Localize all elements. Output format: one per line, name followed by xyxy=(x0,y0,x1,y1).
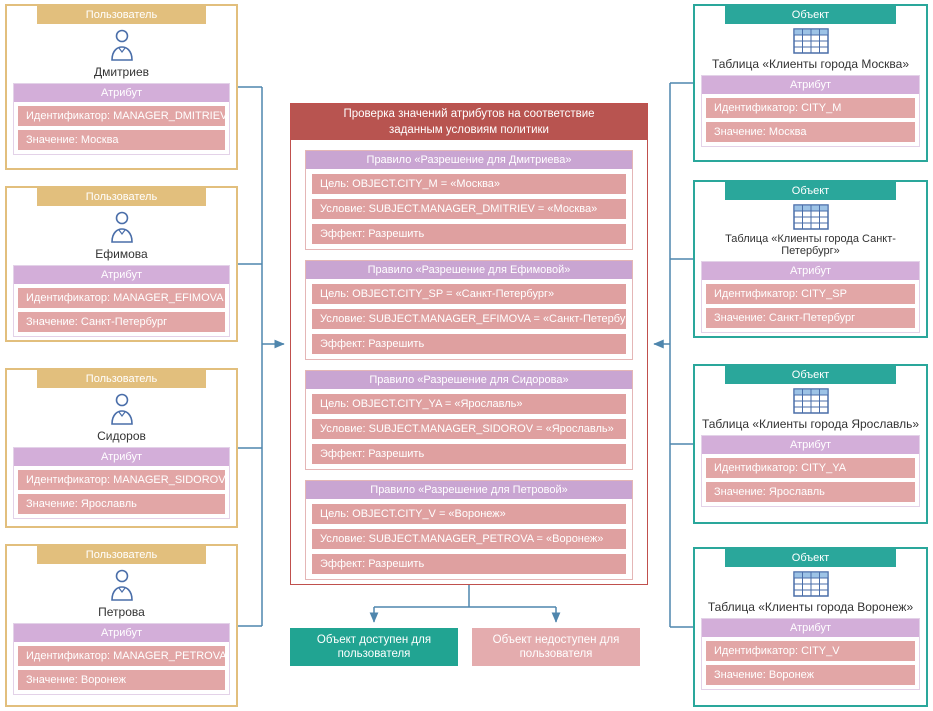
user-box-header: Пользователь xyxy=(37,370,206,388)
user-box-efimova: Пользователь Ефимова Атрибут Идентификат… xyxy=(5,186,238,342)
user-name: Петрова xyxy=(98,605,145,619)
rule-header: Правило «Разрешение для Петровой» xyxy=(306,481,632,499)
rule-condition: Условие: SUBJECT.MANAGER_DMITRIEV = «Мос… xyxy=(312,199,626,219)
attribute-value: Значение: Ярославль xyxy=(18,494,225,514)
object-title: Таблица «Клиенты города Ярославль» xyxy=(701,417,920,431)
table-icon xyxy=(695,388,926,414)
result-access-denied: Объект недоступен для пользователя xyxy=(472,628,640,666)
table-icon xyxy=(695,28,926,54)
object-box-yaroslavl: Объект Таблица «Клиенты города Ярославль… xyxy=(693,364,928,524)
attribute-panel: Атрибут Идентификатор: MANAGER_DMITRIEV … xyxy=(13,83,230,155)
attribute-header: Атрибут xyxy=(14,448,229,466)
person-icon xyxy=(7,28,236,62)
user-name: Дмитриев xyxy=(93,65,149,79)
rule-header: Правило «Разрешение для Ефимовой» xyxy=(306,261,632,279)
object-box-header: Объект xyxy=(725,182,896,200)
attribute-header: Атрибут xyxy=(702,76,919,94)
rule-box-sidorov: Правило «Разрешение для Сидорова» Цель: … xyxy=(305,370,633,470)
result-access-granted: Объект доступен для пользователя xyxy=(290,628,458,666)
attribute-id: Идентификатор: MANAGER_PETROVA xyxy=(18,646,225,666)
object-title: Таблица «Клиенты города Санкт-Петербург» xyxy=(725,233,896,257)
person-icon xyxy=(7,568,236,602)
rule-condition: Условие: SUBJECT.MANAGER_EFIMOVA = «Санк… xyxy=(312,309,626,329)
rule-target: Цель: OBJECT.CITY_YA = «Ярославль» xyxy=(312,394,626,414)
rule-target: Цель: OBJECT.CITY_M = «Москва» xyxy=(312,174,626,194)
attribute-id: Идентификатор: CITY_V xyxy=(706,641,915,661)
attribute-panel: Атрибут Идентификатор: MANAGER_SIDOROV З… xyxy=(13,447,230,519)
attribute-header: Атрибут xyxy=(14,624,229,642)
rule-condition: Условие: SUBJECT.MANAGER_PETROVA = «Воро… xyxy=(312,529,626,549)
attribute-panel: Атрибут Идентификатор: CITY_YA Значение:… xyxy=(701,435,920,507)
attribute-panel: Атрибут Идентификатор: CITY_M Значение: … xyxy=(701,75,920,147)
object-title: Таблица «Клиенты города Воронеж» xyxy=(707,600,914,614)
attribute-panel: Атрибут Идентификатор: MANAGER_PETROVA З… xyxy=(13,623,230,695)
object-box-header: Объект xyxy=(725,549,896,567)
rule-effect: Эффект: Разрешить xyxy=(312,334,626,354)
policy-title: Проверка значений атрибутов на соответст… xyxy=(291,104,647,140)
attribute-value: Значение: Москва xyxy=(706,122,915,142)
attribute-id: Идентификатор: MANAGER_SIDOROV xyxy=(18,470,225,490)
attribute-id: Идентификатор: MANAGER_DMITRIEV xyxy=(18,106,225,126)
attribute-value: Значение: Москва xyxy=(18,130,225,150)
attribute-id: Идентификатор: CITY_YA xyxy=(706,458,915,478)
rule-target: Цель: OBJECT.CITY_SP = «Санкт-Петербург» xyxy=(312,284,626,304)
attribute-value: Значение: Санкт-Петербург xyxy=(18,312,225,332)
object-box-moscow: Объект Таблица «Клиенты города Москва» А… xyxy=(693,4,928,162)
user-box-sidorov: Пользователь Сидоров Атрибут Идентификат… xyxy=(5,368,238,528)
attribute-panel: Атрибут Идентификатор: MANAGER_EFIMOVA З… xyxy=(13,265,230,337)
object-box-header: Объект xyxy=(725,366,896,384)
attribute-header: Атрибут xyxy=(702,262,919,280)
attribute-value: Значение: Ярославль xyxy=(706,482,915,502)
rule-box-petrova: Правило «Разрешение для Петровой» Цель: … xyxy=(305,480,633,580)
policy-check-box: Проверка значений атрибутов на соответст… xyxy=(290,103,648,585)
object-box-spb: Объект Таблица «Клиенты города Санкт-Пет… xyxy=(693,180,928,338)
rule-header: Правило «Разрешение для Сидорова» xyxy=(306,371,632,389)
rule-effect: Эффект: Разрешить xyxy=(312,224,626,244)
user-box-header: Пользователь xyxy=(37,6,206,24)
attribute-id: Идентификатор: MANAGER_EFIMOVA xyxy=(18,288,225,308)
rule-effect: Эффект: Разрешить xyxy=(312,554,626,574)
attribute-header: Атрибут xyxy=(702,619,919,637)
user-box-petrova: Пользователь Петрова Атрибут Идентификат… xyxy=(5,544,238,707)
rule-target: Цель: OBJECT.CITY_V = «Воронеж» xyxy=(312,504,626,524)
attribute-header: Атрибут xyxy=(14,84,229,102)
user-name: Ефимова xyxy=(95,247,148,261)
rule-box-efimova: Правило «Разрешение для Ефимовой» Цель: … xyxy=(305,260,633,360)
rule-condition: Условие: SUBJECT.MANAGER_SIDOROV = «Ярос… xyxy=(312,419,626,439)
person-icon xyxy=(7,392,236,426)
attribute-header: Атрибут xyxy=(14,266,229,284)
attribute-panel: Атрибут Идентификатор: CITY_V Значение: … xyxy=(701,618,920,690)
object-box-header: Объект xyxy=(725,6,896,24)
object-title: Таблица «Клиенты города Москва» xyxy=(711,57,910,71)
attribute-id: Идентификатор: CITY_M xyxy=(706,98,915,118)
rule-box-dmitriev: Правило «Разрешение для Дмитриева» Цель:… xyxy=(305,150,633,250)
object-box-voronezh: Объект Таблица «Клиенты города Воронеж» … xyxy=(693,547,928,707)
attribute-header: Атрибут xyxy=(702,436,919,454)
table-icon xyxy=(695,204,926,230)
table-icon xyxy=(695,571,926,597)
attribute-value: Значение: Воронеж xyxy=(18,670,225,690)
rule-effect: Эффект: Разрешить xyxy=(312,444,626,464)
attribute-value: Значение: Санкт-Петербург xyxy=(706,308,915,328)
user-box-header: Пользователь xyxy=(37,188,206,206)
attribute-id: Идентификатор: CITY_SP xyxy=(706,284,915,304)
rule-header: Правило «Разрешение для Дмитриева» xyxy=(306,151,632,169)
person-icon xyxy=(7,210,236,244)
user-box-dmitriev: Пользователь Дмитриев Атрибут Идентифика… xyxy=(5,4,238,170)
user-name: Сидоров xyxy=(97,429,146,443)
attribute-panel: Атрибут Идентификатор: CITY_SP Значение:… xyxy=(701,261,920,333)
attribute-value: Значение: Воронеж xyxy=(706,665,915,685)
user-box-header: Пользователь xyxy=(37,546,206,564)
